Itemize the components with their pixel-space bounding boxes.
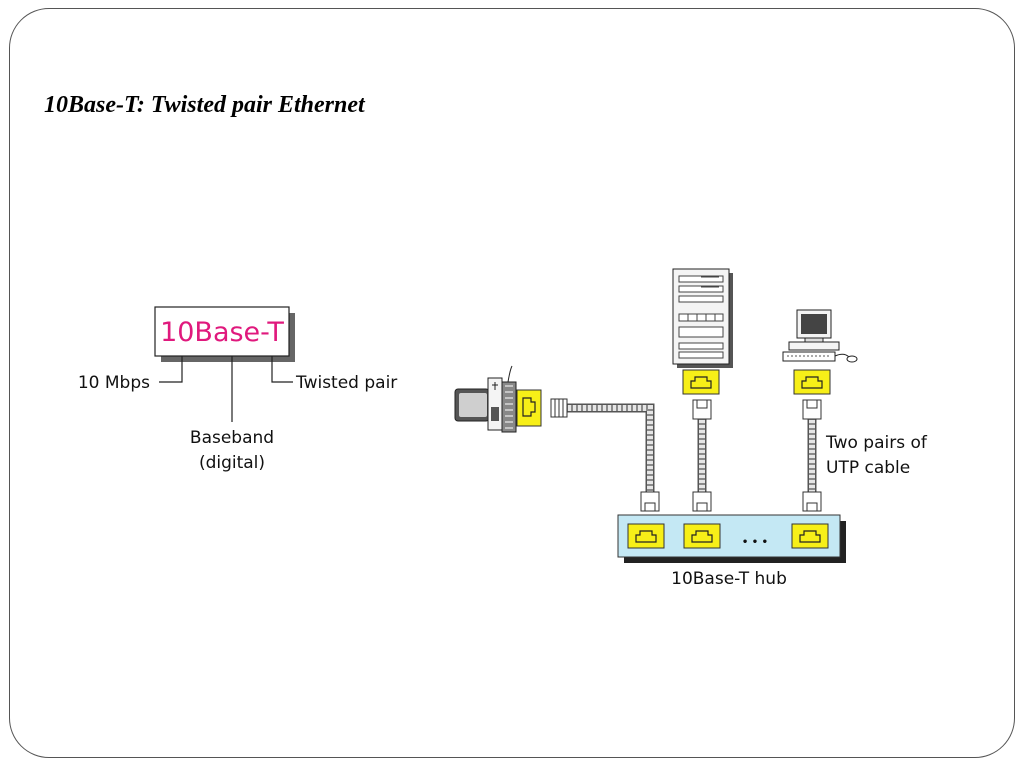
hub-label: 10Base-T hub — [671, 569, 787, 589]
rj45-plug-nic — [550, 398, 568, 418]
server-icon — [672, 268, 733, 368]
network-diagram: • • • 10Base-T hub — [454, 268, 928, 589]
cable-server — [692, 399, 712, 512]
code-box — [154, 306, 290, 357]
signal-label-line1: Baseband — [190, 428, 274, 448]
rj45-plug-hub-2 — [692, 491, 712, 512]
rj45-plug-workstation — [802, 399, 822, 420]
cable-nic — [550, 398, 660, 512]
medium-connector — [271, 356, 293, 383]
slide-title: 10Base-T: Twisted pair Ethernet — [44, 92, 365, 118]
code-text: 10Base-T — [160, 317, 284, 348]
hub: • • • — [617, 514, 846, 563]
hub-port-2 — [683, 523, 721, 549]
network-card-icon — [454, 365, 542, 433]
naming-diagram: 10Base-T 10 Mbps Baseband (digital) Twis… — [78, 306, 397, 473]
rj45-plug-server — [692, 399, 712, 420]
rate-label: 10 Mbps — [78, 373, 150, 393]
workstation-icon — [782, 309, 858, 363]
server-port — [682, 369, 720, 395]
hub-port-3 — [791, 523, 829, 549]
signal-label-line2: (digital) — [199, 453, 265, 473]
cable-label-line2: UTP cable — [826, 458, 910, 478]
cable-label-line1: Two pairs of — [825, 433, 928, 453]
rj45-plug-hub-1 — [640, 491, 660, 512]
workstation-port — [793, 369, 831, 395]
cable-workstation — [802, 399, 822, 512]
medium-label: Twisted pair — [295, 373, 397, 393]
rate-connector — [159, 356, 183, 383]
hub-ellipsis: • • • — [742, 537, 768, 548]
hub-port-1 — [627, 523, 665, 549]
rj45-plug-hub-3 — [802, 491, 822, 512]
